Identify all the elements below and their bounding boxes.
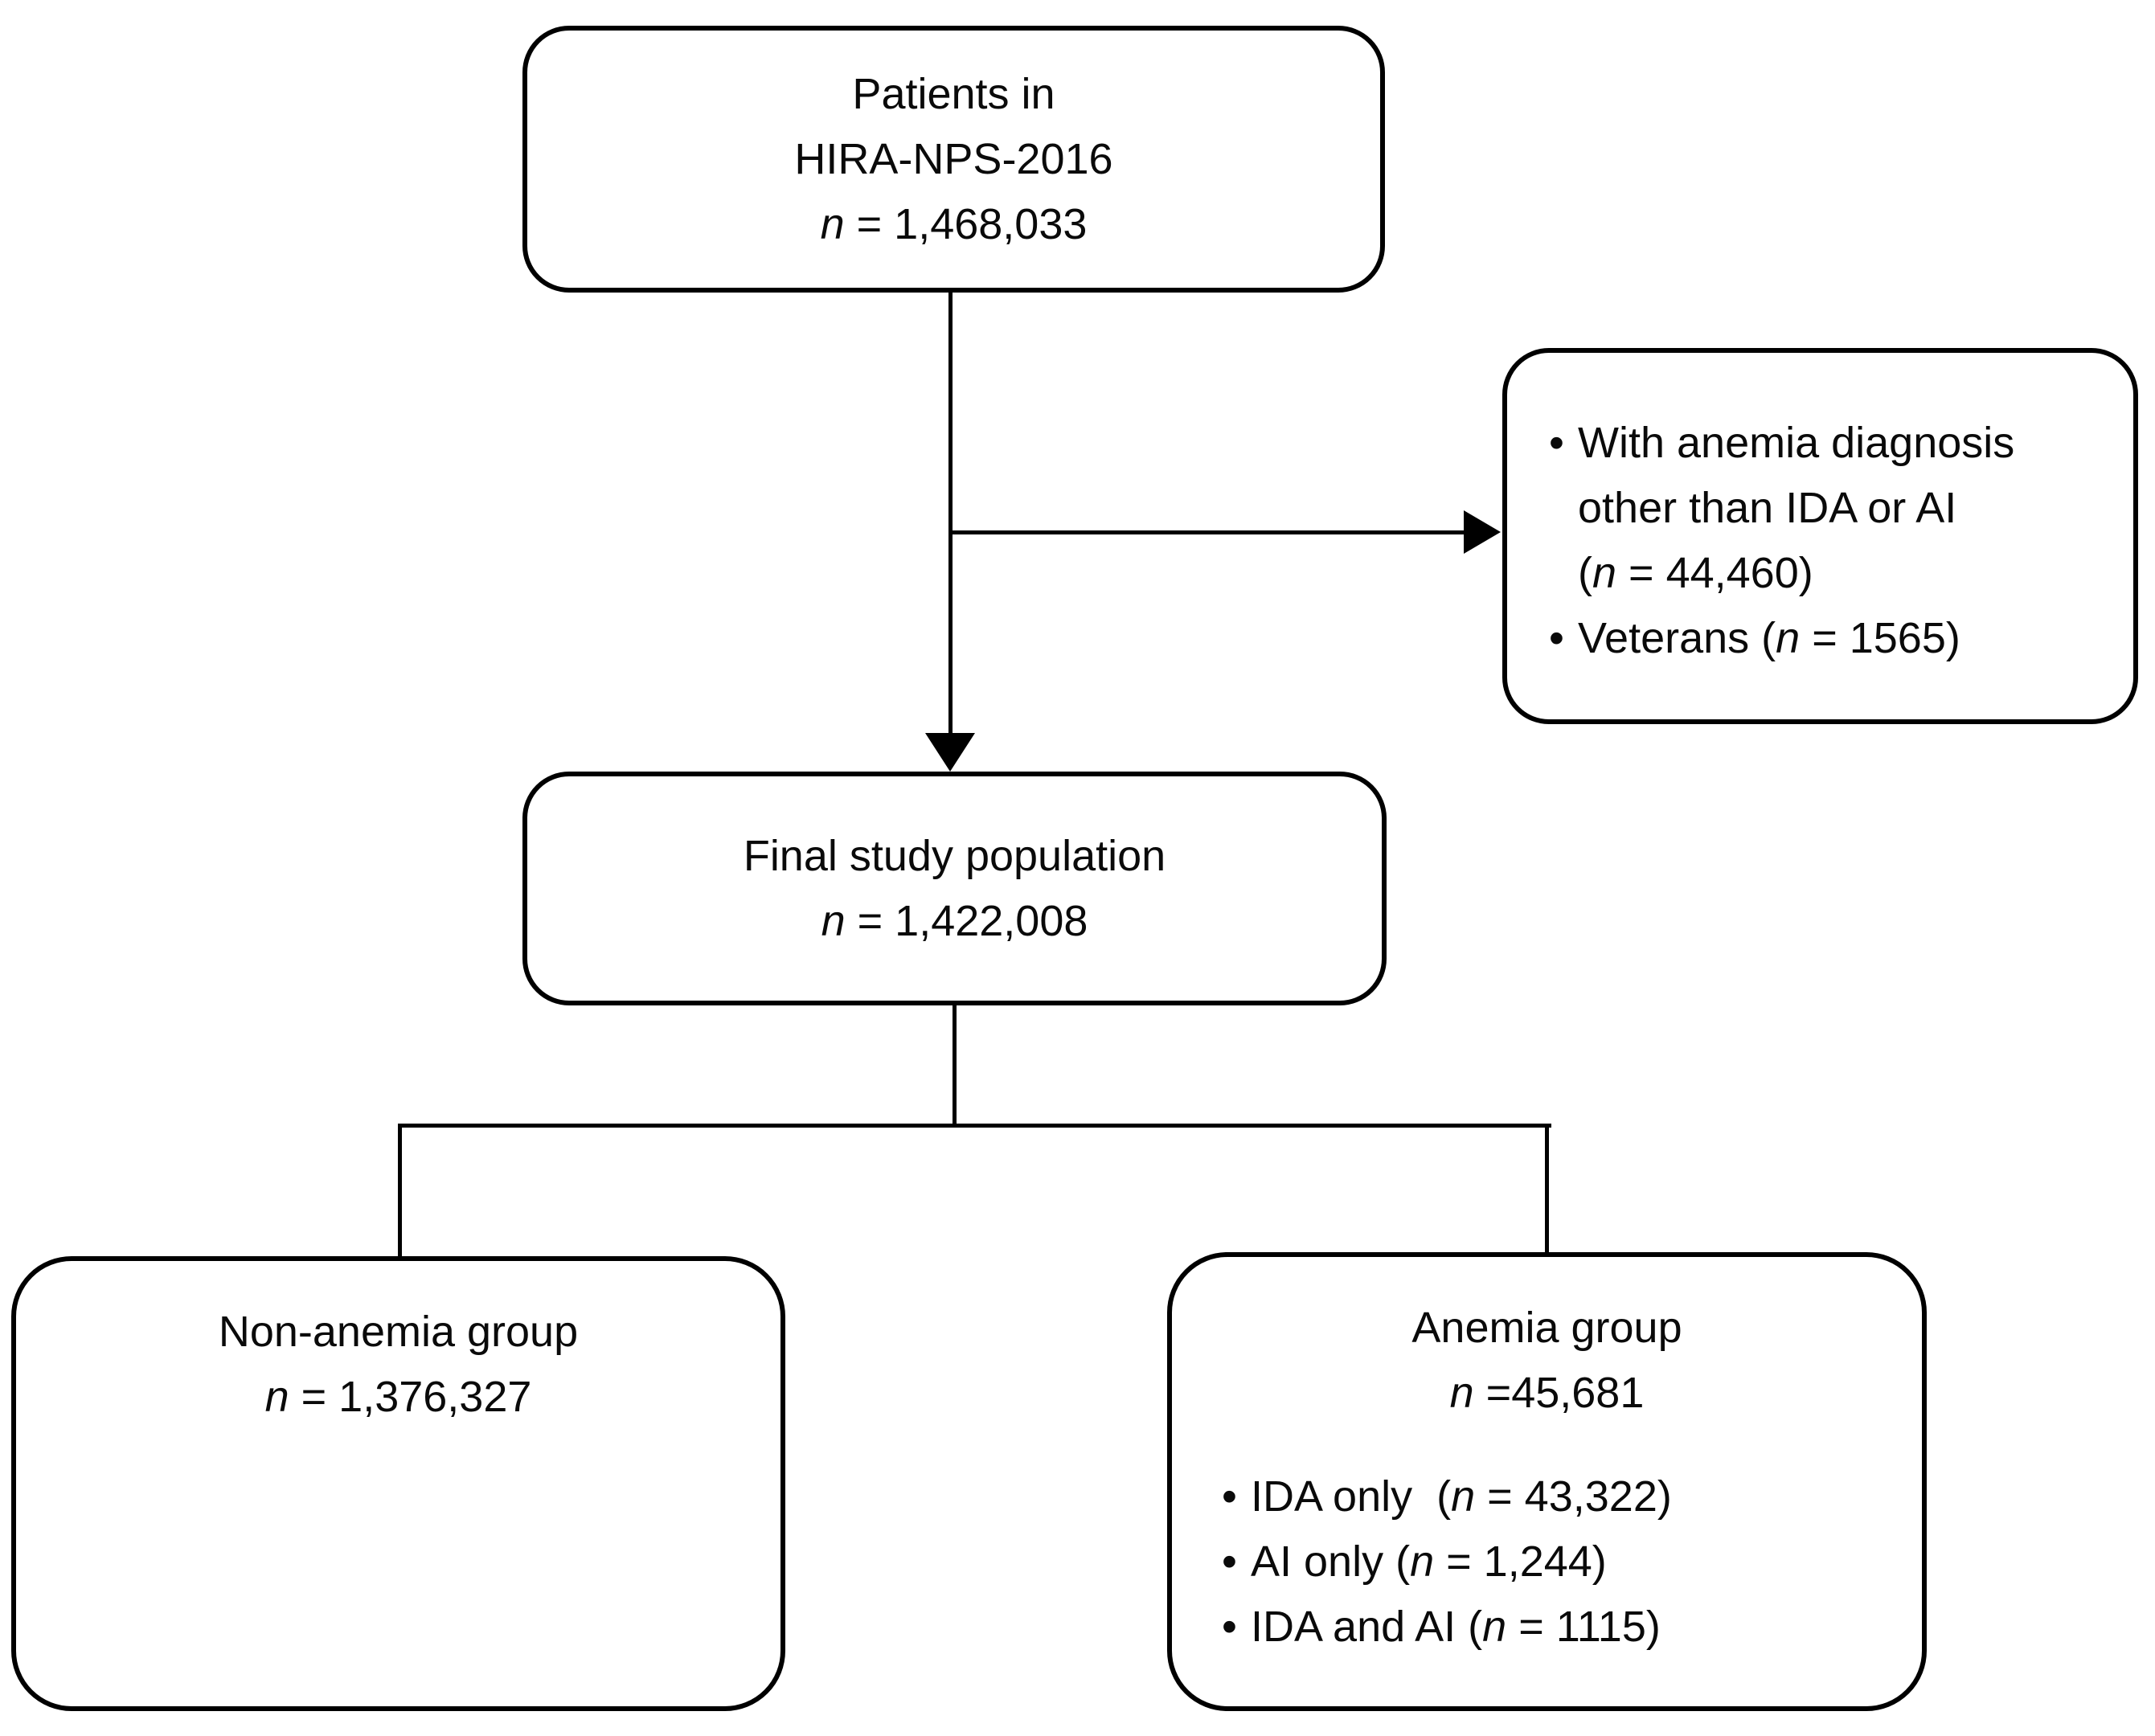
exclusion-item-anemia-other: • With anemia diagnosis other than IDA o… [1549,411,2109,606]
box-anemia-group: Anemia group n =45,681 • IDA only (n = 4… [1167,1252,1927,1711]
bullet-icon: • [1222,1603,1237,1651]
non-anemia-group-count: n = 1,376,327 [16,1365,780,1430]
n-symbol: n [821,896,846,945]
n-value: =45,681 [1473,1369,1645,1417]
bullet-icon: • [1222,1537,1237,1586]
exclusion-item-count: Veterans (n = 1565) [1578,614,1960,662]
final-population-count: n = 1,422,008 [821,889,1088,954]
bullet-icon: • [1549,419,1564,467]
n-value: = 1,244) [1434,1537,1607,1586]
box-anemia-group-header: Anemia group n =45,681 [1172,1296,1922,1426]
source-population-count: n = 1,468,033 [821,192,1088,257]
final-population-title: Final study population [743,831,1166,880]
box-non-anemia-group: Non-anemia group n = 1,376,327 [11,1256,785,1711]
n-value: = 1,376,327 [289,1373,532,1421]
n-symbol: n [820,199,845,248]
n-symbol: n [1451,1472,1476,1521]
source-population-cohort: HIRA-NPS-2016 [794,134,1113,183]
n-symbol: n [1592,549,1617,597]
anemia-subgroup-count: AI only (n = 1,244) [1251,1537,1607,1586]
n-symbol: n [264,1373,289,1421]
box-source-population-text: Patients in HIRA-NPS-2016 n = 1,468,033 [527,31,1380,288]
box-final-population: Final study population n = 1,422,008 [522,772,1387,1005]
source-population-line1: Patients in [852,69,1055,118]
box-exclusions: • With anemia diagnosis other than IDA o… [1502,348,2138,724]
anemia-group-count: n =45,681 [1172,1361,1922,1426]
n-value: = 1115) [1506,1603,1661,1651]
n-value: = 1565) [1800,614,1960,662]
n-value: = 1,422,008 [845,896,1088,945]
n-value: = 44,460) [1616,549,1813,597]
n-symbol: n [1410,1537,1435,1586]
exclusion-item-line: other than IDA or AI [1578,484,1957,532]
arrowhead-down-icon [925,733,975,772]
connector-final-to-split [953,1005,957,1127]
anemia-subgroup-count: IDA and AI (n = 1115) [1251,1603,1661,1651]
anemia-subgroup-ai-only: • AI only (n = 1,244) [1222,1529,1922,1595]
anemia-subgroup-ida-only: • IDA only (n = 43,322) [1222,1464,1922,1529]
exclusion-item-veterans: • Veterans (n = 1565) [1549,606,2109,671]
n-symbol: n [1776,614,1801,662]
n-value: = 43,322) [1475,1472,1672,1521]
n-symbol: n [1449,1369,1474,1417]
box-source-population: Patients in HIRA-NPS-2016 n = 1,468,033 [522,26,1385,293]
connector-main-vertical [948,293,953,739]
exclusion-item-line: With anemia diagnosis [1578,419,2015,467]
n-symbol: n [1482,1603,1507,1651]
exclusion-item-count: (n = 44,460) [1578,549,1813,597]
n-value: = 1,468,033 [844,199,1088,248]
box-final-population-text: Final study population n = 1,422,008 [527,776,1382,1001]
non-anemia-group-title: Non-anemia group [218,1308,579,1356]
arrowhead-right-icon [1464,510,1501,554]
anemia-subgroup-count: IDA only (n = 43,322) [1251,1472,1672,1521]
bullet-icon: • [1549,614,1564,662]
anemia-subgroup-ida-and-ai: • IDA and AI (n = 1115) [1222,1595,1922,1660]
anemia-subgroup-list: • IDA only (n = 43,322) • AI only (n = 1… [1172,1464,1922,1660]
connector-split-right [1545,1124,1549,1256]
connector-split-left [398,1124,402,1260]
connector-split-bar [398,1124,1551,1128]
bullet-icon: • [1222,1472,1237,1521]
connector-exclusion-branch [948,530,1467,534]
anemia-group-title: Anemia group [1411,1304,1682,1352]
